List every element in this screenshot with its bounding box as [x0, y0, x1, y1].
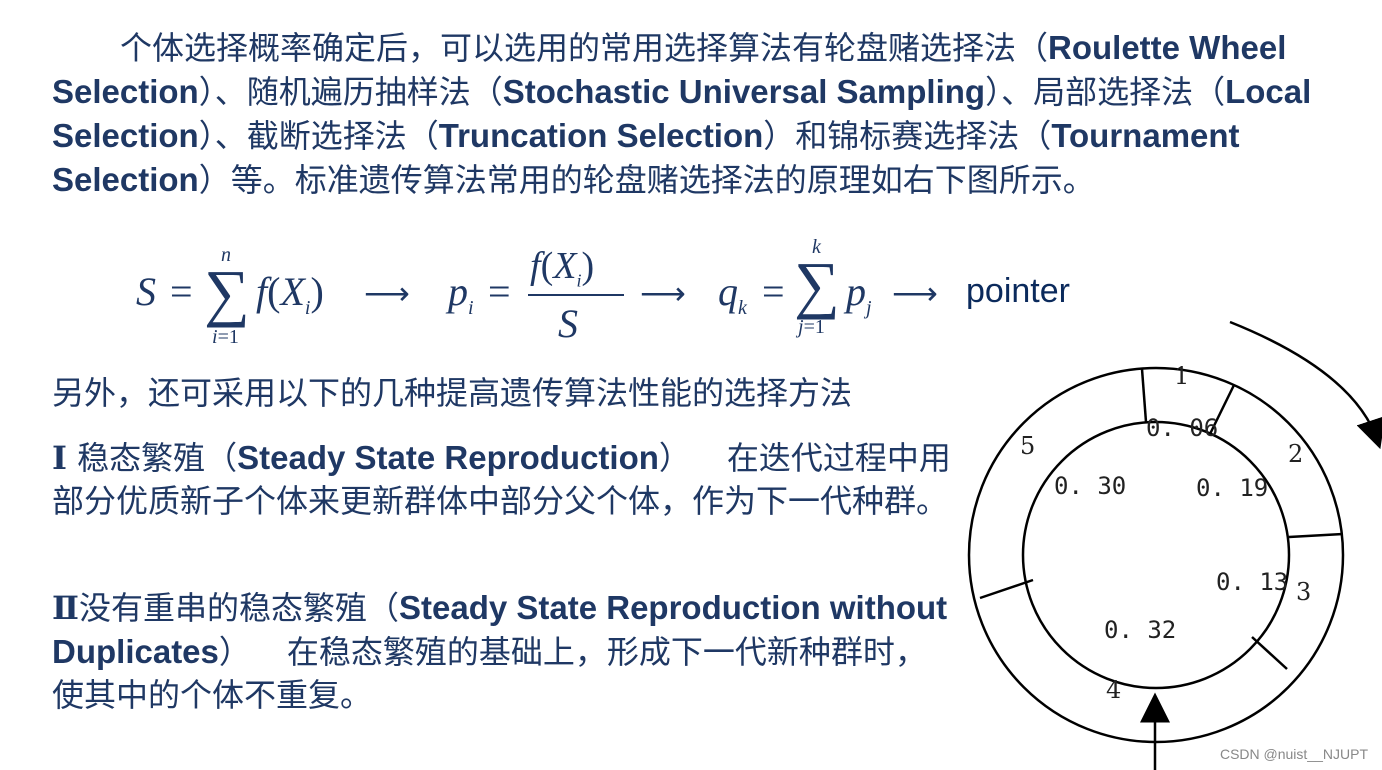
method-1-name-cn: 稳态繁殖（	[77, 439, 238, 477]
term-roulette: Roulette Wheel Selection	[52, 29, 1287, 110]
term-tournament: Tournament Selection	[52, 117, 1240, 198]
wheel-divider-2-3	[1288, 532, 1344, 539]
segment-1-value: 0. 06	[1146, 414, 1218, 442]
pointer-label: pointer	[966, 272, 1070, 310]
segment-5-value: 0. 30	[1054, 472, 1126, 500]
term-local: Local Selection	[52, 73, 1312, 154]
segment-3-label: 3	[1296, 578, 1311, 606]
segment-5-label: 5	[1020, 432, 1035, 460]
wheel-divider-5-1	[1140, 368, 1148, 423]
segment-3-value: 0. 13	[1216, 568, 1288, 596]
method-2: Ⅱ没有重串的稳态繁殖（Steady State Reproduction wit…	[52, 586, 952, 717]
intro-paragraph: 个体选择概率确定后，可以选用的常用选择算法有轮盘赌选择法（Roulette Wh…	[52, 26, 1312, 202]
segment-4-value: 0. 32	[1104, 616, 1176, 644]
intro-text-3: ）、局部选择法（	[985, 73, 1226, 111]
method-1: Ⅰ 稳态繁殖（Steady State Reproduction）在迭代过程中用…	[52, 436, 952, 523]
method-2-description: 在稳态繁殖的基础上，形成下一代新种群时，使其中的个体不重复。	[52, 633, 927, 714]
method-1-close: ）	[658, 439, 691, 477]
term-truncation: Truncation Selection	[438, 117, 764, 154]
csdn-watermark: CSDN @nuist__NJUPT	[1219, 746, 1368, 762]
wheel-divider-3-4	[1251, 636, 1288, 670]
method-2-name-en: Steady State Reproduction without Duplic…	[52, 589, 948, 670]
intro-text-2: ）、随机遍历抽样法（	[198, 73, 503, 111]
wheel-inner-ring	[1021, 420, 1291, 690]
intro-text-5: ）和锦标赛选择法（	[763, 117, 1052, 155]
wheel-divider-1-2	[1208, 384, 1236, 435]
roulette-wheel-diagram: 1 2 3 4 5 0. 06 0. 19 0. 13 0. 32 0. 30	[967, 320, 1382, 770]
segment-4-label: 4	[1106, 676, 1121, 704]
rotation-arrow	[1229, 320, 1382, 450]
wheel-divider-4-5	[979, 578, 1034, 600]
method-2-numeral: Ⅱ	[52, 589, 79, 627]
term-stochastic: Stochastic Universal Sampling	[502, 73, 986, 110]
method-1-name-en: Steady State Reproduction	[237, 439, 659, 476]
other-methods-intro: 另外，还可采用以下的几种提高遗传算法性能的选择方法	[52, 374, 853, 412]
method-2-close: ）	[218, 633, 251, 671]
selection-formula: S = n ∑ i=1 f(Xi) ⟶ pi = f(Xi) S ⟶ qk = …	[136, 236, 1070, 348]
intro-text-6: ）等。标准遗传算法常用的轮盘赌选择法的原理如右下图所示。	[198, 161, 1095, 199]
method-1-numeral: Ⅰ	[52, 439, 67, 477]
method-1-description: 在迭代过程中用部分优质新子个体来更新群体中部分父个体，作为下一代种群。	[52, 439, 951, 520]
segment-2-value: 0. 19	[1196, 474, 1268, 502]
intro-text-4: ）、截断选择法（	[198, 117, 439, 155]
method-2-name-cn: 没有重串的稳态繁殖（	[78, 589, 399, 627]
segment-1-label: 1	[1174, 362, 1189, 390]
segment-2-label: 2	[1288, 440, 1303, 468]
intro-text-1: 个体选择概率确定后，可以选用的常用选择算法有轮盘赌选择法（	[120, 29, 1049, 67]
